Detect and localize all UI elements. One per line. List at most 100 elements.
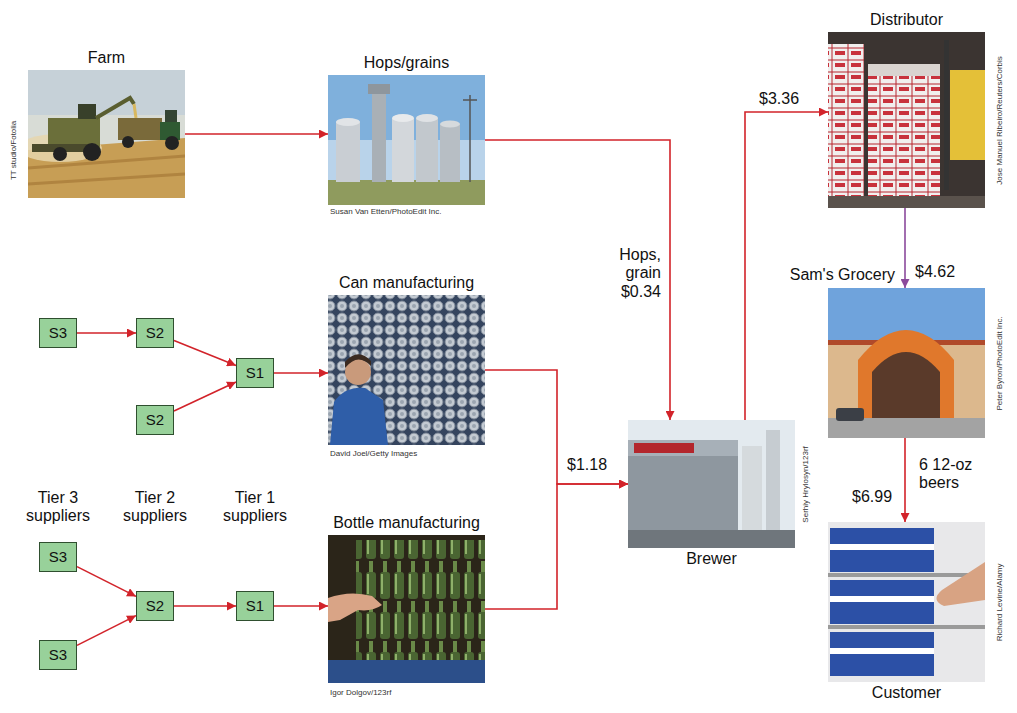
flow-arrow	[77, 567, 136, 597]
flow-arrow	[485, 140, 670, 420]
can-manufacturing-photo	[328, 295, 485, 445]
farm-photo	[28, 70, 185, 198]
supplier-label: S1	[246, 597, 264, 614]
supplier-box: S3	[39, 640, 77, 670]
customer-photo-shape	[830, 544, 934, 550]
photo-credit: Serhiy Hrylosyn/123rf	[802, 446, 811, 522]
photo-credit: Susan Van Etten/PhotoEdit Inc.	[330, 208, 441, 217]
distributor-photo-shape	[868, 64, 940, 76]
farm-photo-shape	[118, 118, 162, 140]
hops-grains-photo-shape	[469, 95, 471, 182]
price-label: $1.18	[566, 456, 608, 474]
supplier-label: S2	[146, 597, 164, 614]
price-label: $4.62	[914, 263, 956, 281]
farm-photo-shape	[83, 143, 101, 161]
customer-photo-shape	[936, 562, 985, 606]
hops-grains-photo-shape	[368, 84, 390, 94]
node-heading: Distributor	[870, 11, 943, 29]
customer-photo-shape	[828, 625, 985, 629]
photo-credit: David Joel/Getty Images	[330, 450, 417, 459]
farm-photo-shape	[96, 98, 134, 118]
supplier-label: S3	[49, 548, 67, 565]
photo-node: Hops/grains	[328, 75, 485, 205]
farm-photo-shape	[28, 70, 185, 115]
farm-photo-shape	[122, 136, 134, 148]
photo-node: Bottle manufacturing	[328, 535, 485, 683]
flow-arrow	[485, 370, 628, 484]
flow-arrow	[185, 133, 328, 135]
supplier-box: S2	[136, 405, 174, 435]
farm-photo-shape	[28, 70, 185, 198]
photo-node: Customer	[828, 522, 985, 682]
customer-photo-shape	[828, 573, 985, 577]
photo-node: Can manufacturing	[328, 295, 485, 445]
flow-arrow	[174, 341, 236, 366]
hops-grains-photo-shape	[416, 118, 438, 182]
distributor-photo-shape	[950, 70, 985, 160]
photo-node: Distributor	[828, 32, 985, 208]
node-heading: Farm	[88, 49, 125, 67]
customer-photo-shape	[830, 632, 934, 676]
brewer-photo-shape	[628, 530, 795, 548]
sams-grocery-photo-shape	[836, 408, 864, 421]
flow-arrow	[904, 438, 906, 522]
hops-grains-photo-shape	[328, 180, 485, 205]
price-label: 6 12-oz beers	[918, 456, 990, 493]
flow-arrow	[77, 616, 136, 646]
supplier-box: S1	[236, 358, 274, 388]
photo-node: Farm	[28, 70, 185, 198]
node-heading: Sam's Grocery	[790, 266, 895, 284]
brewer-photo-shape	[634, 443, 694, 453]
farm-photo-shape	[53, 147, 67, 161]
hops-grains-photo-shape	[392, 114, 414, 122]
node-heading: Hops/grains	[364, 54, 449, 72]
supplier-box: S3	[39, 318, 77, 348]
customer-photo-shape	[830, 528, 934, 572]
farm-photo-shape	[28, 174, 185, 184]
photo-credit: Jose Manuel Ribeiro/Reuters/Corbis	[995, 56, 1004, 185]
supplier-box: S3	[39, 542, 77, 572]
flow-arrow	[485, 484, 628, 609]
supplier-label: S2	[146, 411, 164, 428]
note-label: Tier 1 suppliers	[213, 489, 297, 526]
hops-grains-photo-shape	[328, 75, 485, 205]
photo-node: Brewer	[628, 420, 795, 548]
bottle-manufacturing-photo-shape	[328, 660, 485, 683]
photo-credit: Richard Levine/Alamy	[996, 563, 1005, 641]
brewer-photo	[628, 420, 795, 548]
distributor-photo-shape	[828, 32, 985, 208]
bottle-manufacturing-photo-shape	[328, 535, 485, 683]
flow-arrow	[904, 208, 906, 288]
supplier-box: S1	[236, 591, 274, 621]
sams-grocery-photo	[828, 288, 985, 438]
bottle-manufacturing-photo-shape	[328, 593, 382, 622]
customer-photo-shape	[830, 580, 934, 624]
photo-credit: Peter Byron/PhotoEdit Inc.	[996, 316, 1005, 410]
customer-photo-shape	[830, 596, 934, 602]
farm-photo-shape	[78, 104, 96, 119]
hops-grains-photo-shape	[372, 88, 386, 182]
customer-photo	[828, 522, 985, 682]
distributor-photo-shape	[828, 44, 864, 196]
node-heading: Brewer	[686, 550, 737, 568]
note-label: Tier 3 suppliers	[16, 489, 100, 526]
farm-photo-shape	[134, 104, 136, 118]
customer-photo-shape	[830, 648, 934, 654]
node-heading: Can manufacturing	[339, 274, 474, 292]
flow-arrow	[174, 605, 236, 607]
photo-credit: TT studio/Fotolia	[10, 120, 19, 179]
distributor-photo	[828, 32, 985, 208]
brewer-photo-shape	[742, 446, 762, 530]
can-manufacturing-photo-shape	[328, 295, 485, 445]
flow-arrow	[77, 332, 136, 334]
hops-grains-photo-shape	[440, 121, 460, 128]
distributor-photo-shape	[868, 76, 940, 196]
can-manufacturing-photo-shape	[330, 388, 388, 445]
price-label: $3.36	[758, 90, 800, 108]
hops-grains-photo	[328, 75, 485, 205]
brewer-photo-shape	[628, 440, 738, 456]
flow-arrow	[274, 372, 328, 374]
customer-photo-shape	[828, 522, 985, 682]
